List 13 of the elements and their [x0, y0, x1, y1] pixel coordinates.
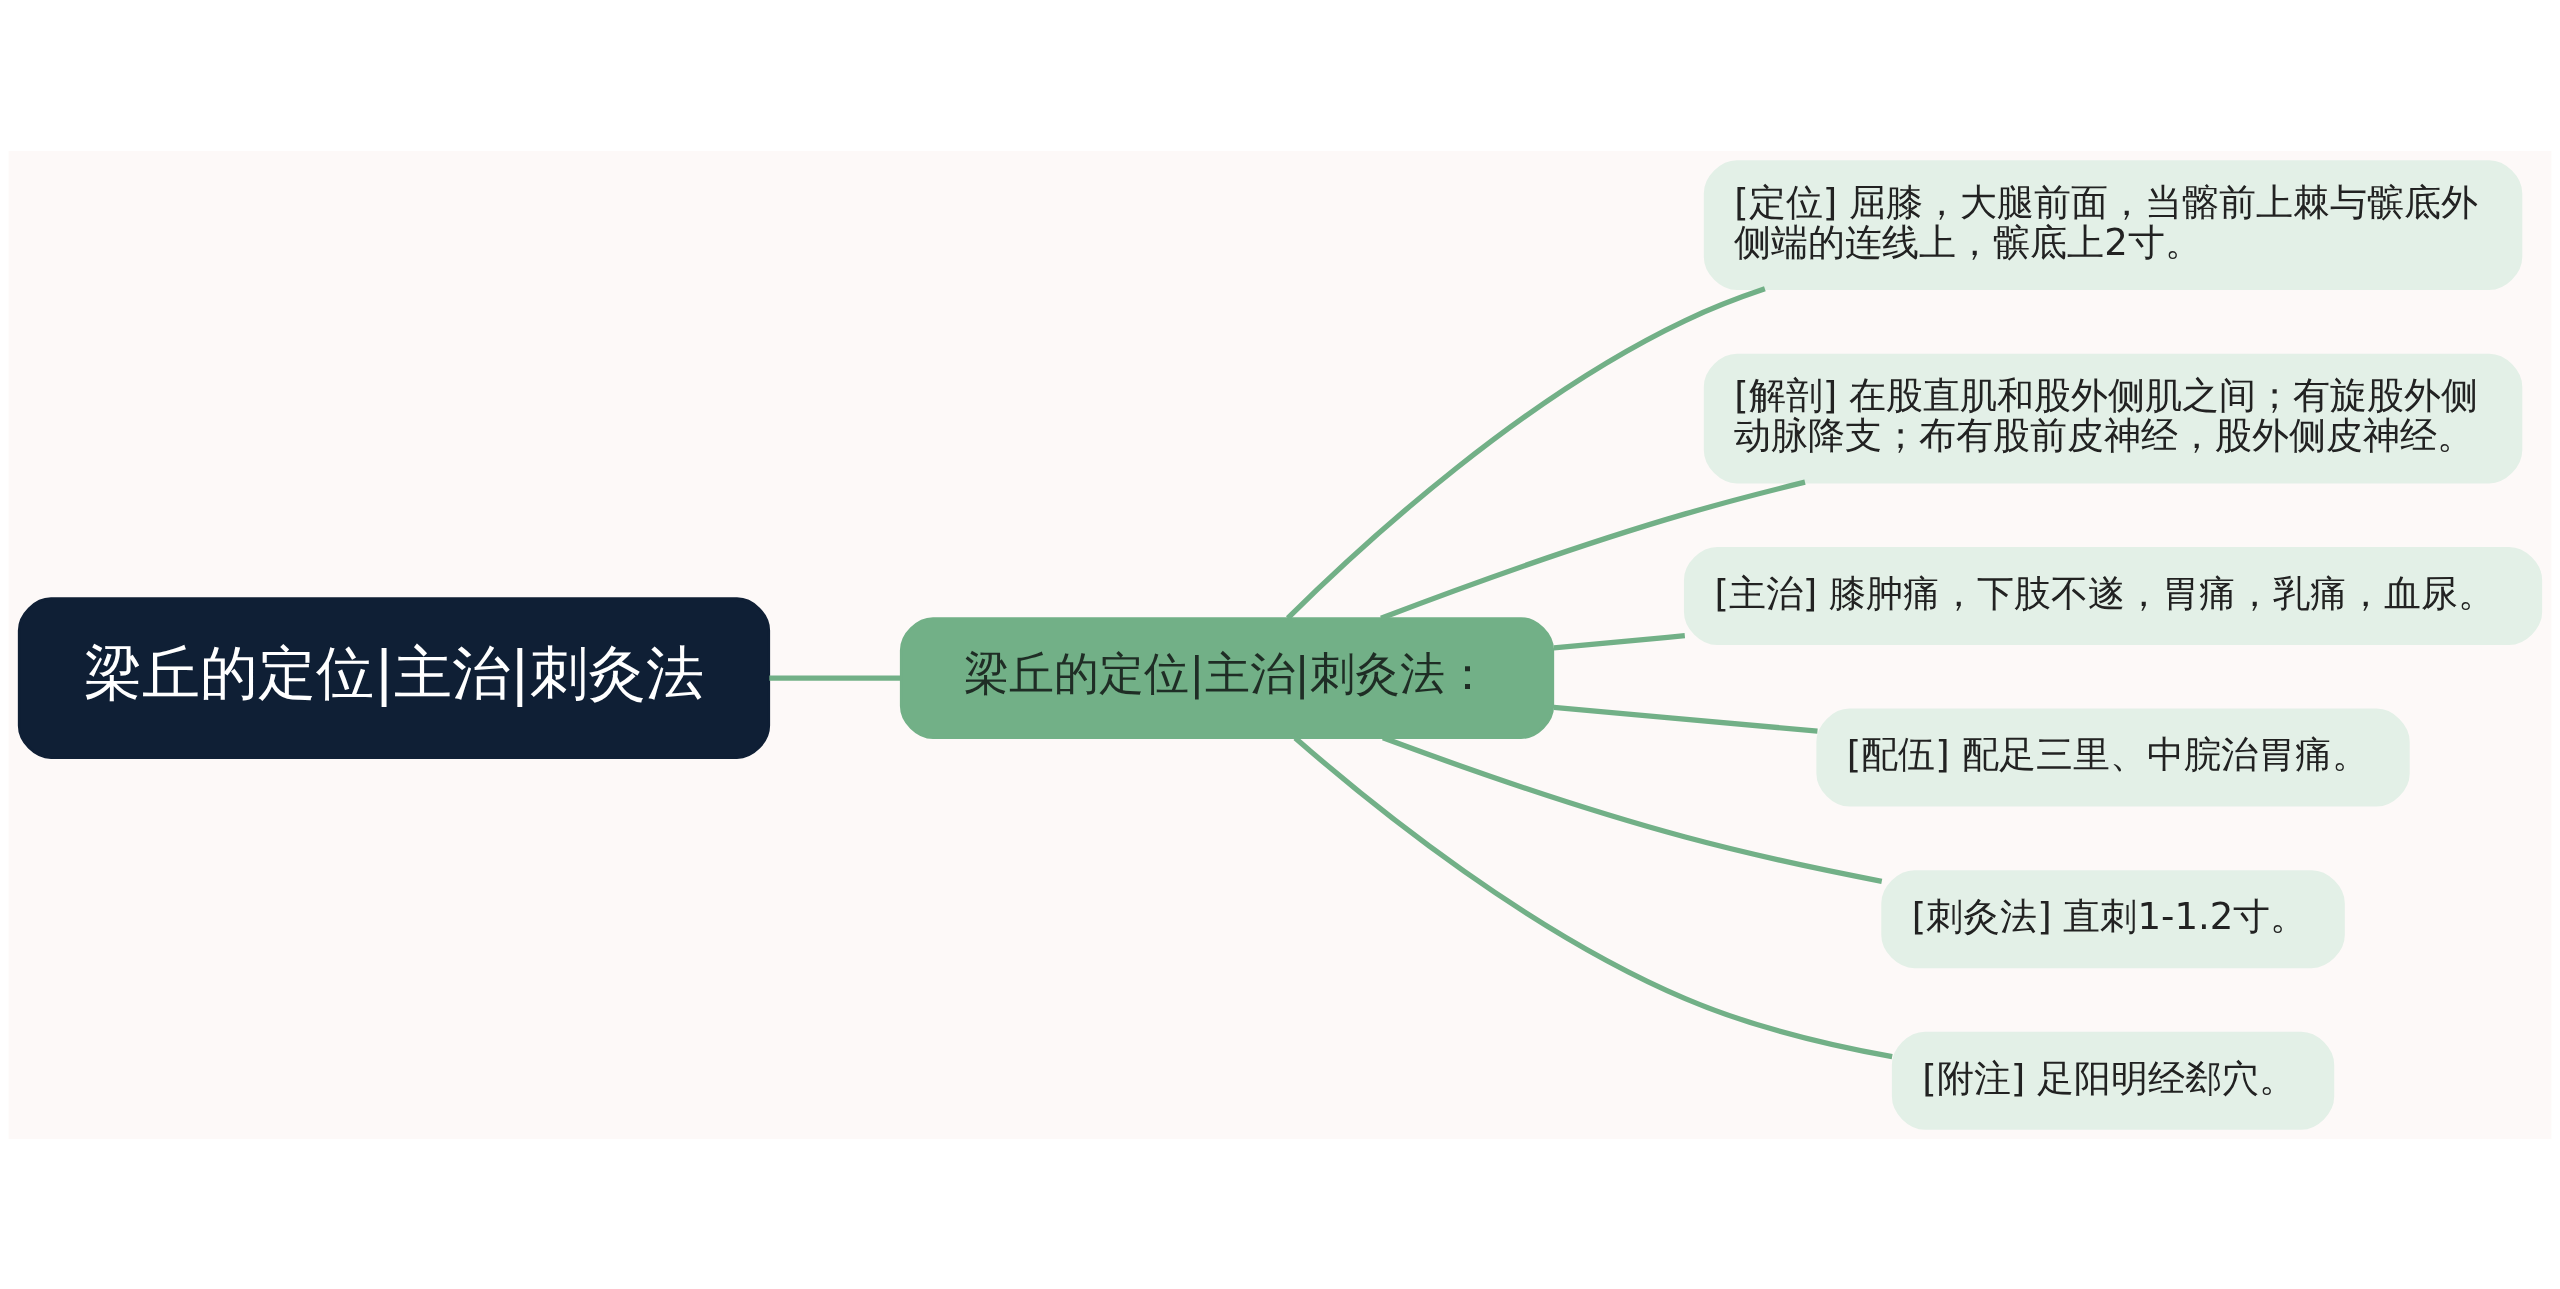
node-box: 梁丘的定位|主治|刺灸法	[17, 596, 771, 759]
node-box: [配伍] 配足三里、中脘治胃痛。	[1816, 708, 2410, 807]
connector	[1553, 632, 1686, 651]
node-box: [解剖] 在股直肌和股外侧肌之间；有旋股外侧动脉降支；布有股前皮神经，股外侧皮神经。	[1703, 353, 2523, 483]
connector	[1285, 285, 1766, 620]
connector	[1553, 704, 1818, 734]
node-box: [附注] 足阳明经郄穴。	[1891, 1031, 2335, 1130]
node-box: [定位] 屈膝，大腿前面，当髂前上棘与髌底外侧端的连线上，髌底上2寸。	[1703, 159, 2523, 290]
node-box: [主治] 膝肿痛，下肢不遂，胃痛，乳痛，血尿。	[1683, 546, 2543, 645]
node-box: 梁丘的定位|主治|刺灸法：	[899, 616, 1555, 739]
connector	[1380, 479, 1806, 621]
node-box: [刺灸法] 直刺1-1.2寸。	[1881, 869, 2345, 968]
connector	[769, 674, 901, 681]
